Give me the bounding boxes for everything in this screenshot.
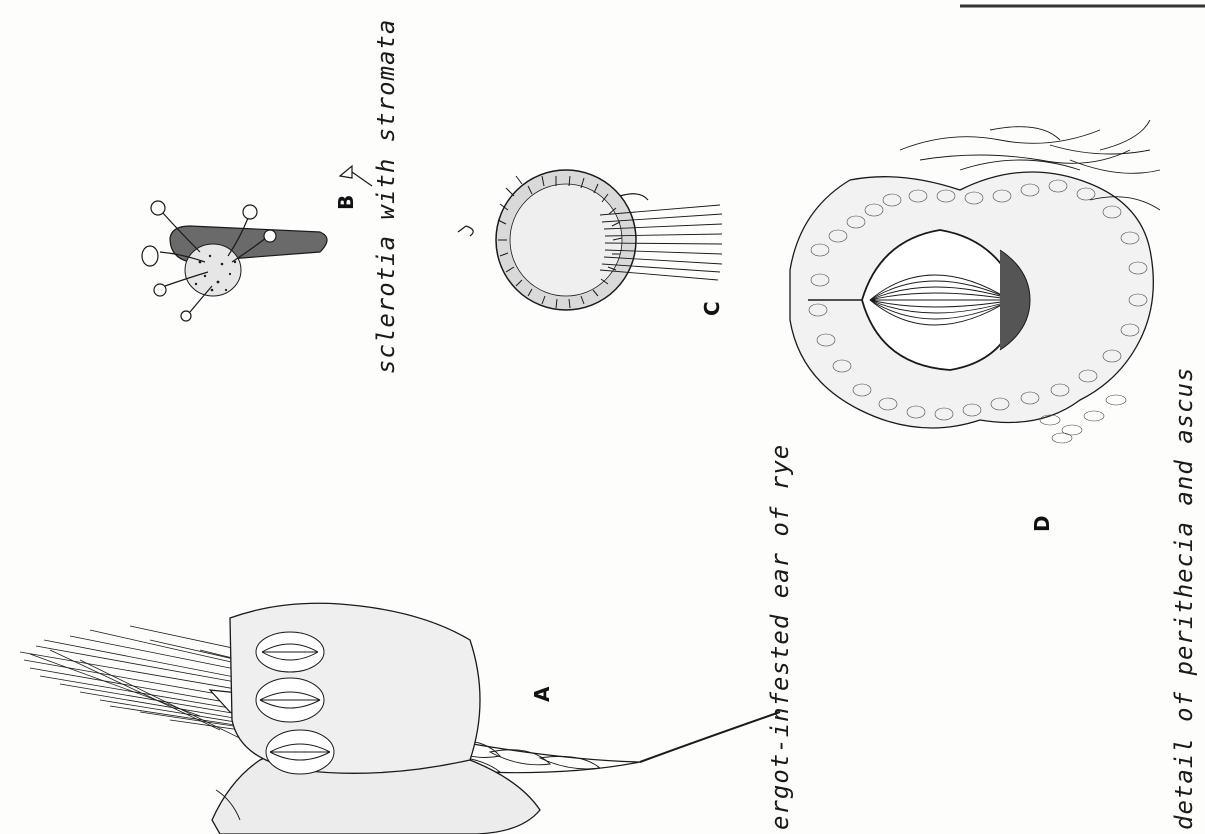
sclerotium-with-stromata-drawing: [142, 201, 327, 321]
stroma-section-perithecia: [256, 632, 334, 774]
stroma-attachment: [620, 194, 648, 200]
panel-letter-a: A: [530, 687, 554, 702]
arrow-to-sclerotium: [340, 166, 372, 186]
caption-panel-d: detail of perithecia and ascus: [1170, 367, 1198, 830]
sclerotium-spore-mass: [185, 244, 241, 296]
perithecium-detail-drawing: [212, 120, 1160, 834]
panel-letter-b: B: [334, 195, 358, 210]
panel-letter-c: C: [700, 301, 724, 316]
caption-panel-a: ergot-infested ear of rye: [766, 444, 794, 830]
stroma-head-section-drawing: [496, 170, 722, 310]
rye-stalk: [640, 712, 780, 762]
panel-letter-d: D: [1030, 515, 1054, 532]
arrow-to-stroma-head: [458, 226, 473, 236]
caption-panel-b: sclerotia with stromata: [372, 19, 400, 374]
stroma-head-inner: [510, 184, 622, 296]
